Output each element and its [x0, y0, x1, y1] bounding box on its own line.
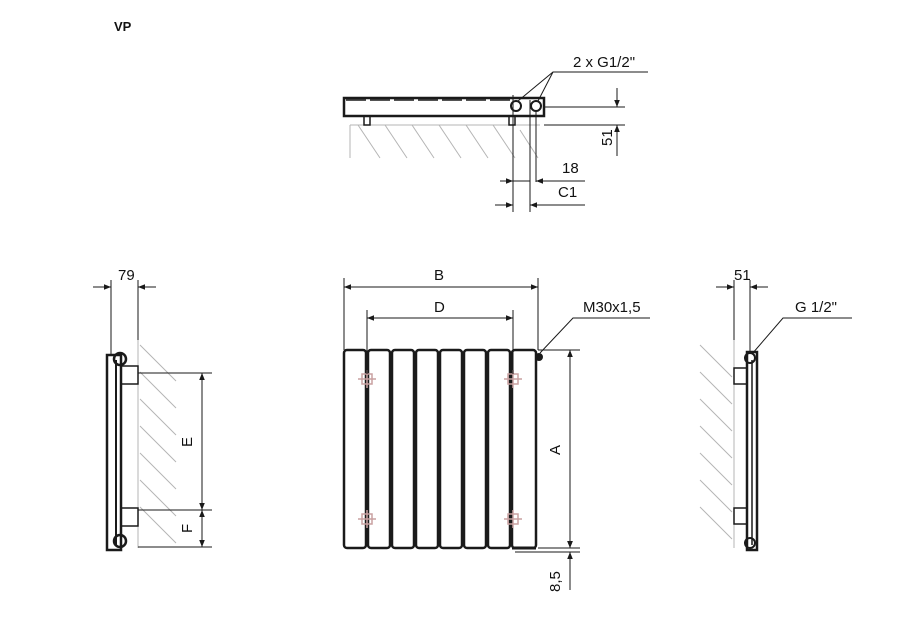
connector-2	[530, 100, 542, 112]
right-bottom-connector	[744, 537, 756, 549]
left-radiator-body	[105, 353, 123, 552]
right-radiator-body	[745, 350, 759, 552]
top-c1-label: C1	[558, 184, 577, 201]
right-side-view	[699, 280, 852, 552]
left-bracket-top	[120, 365, 139, 385]
bracket-right	[508, 115, 516, 126]
top-view	[342, 71, 648, 212]
left-bracket-bottom	[120, 507, 139, 527]
left-e-label: E	[179, 437, 196, 447]
top-offset-label: 18	[562, 160, 579, 177]
wall-hatch-left	[137, 340, 177, 548]
right-width-label: 51	[734, 267, 751, 284]
front-a-label: A	[547, 445, 564, 455]
drawing-title: VP	[114, 19, 132, 34]
front-view	[342, 278, 650, 590]
thread-plug	[535, 353, 543, 361]
wall-hatch-right	[699, 340, 735, 548]
wall-hatch-top	[349, 124, 540, 159]
left-top-plug	[112, 351, 128, 367]
top-depth-label: 51	[599, 129, 616, 146]
right-bracket-top	[733, 367, 748, 385]
left-f-label: F	[179, 524, 196, 533]
connector-1	[510, 100, 522, 112]
right-top-connector	[744, 352, 756, 364]
front-panels	[342, 348, 538, 550]
left-width-label: 79	[118, 267, 135, 284]
right-connection-label: G 1/2"	[795, 299, 837, 316]
front-bottom-label: 8,5	[547, 571, 564, 592]
front-b-label: B	[434, 267, 444, 284]
left-bottom-plug	[112, 533, 128, 549]
right-bracket-bottom	[733, 507, 748, 525]
front-d-label: D	[434, 299, 445, 316]
mounting-markers	[358, 370, 522, 528]
top-connection-label: 2 x G1/2"	[573, 54, 635, 71]
bracket-left	[363, 115, 371, 126]
left-side-view	[93, 280, 212, 552]
front-thread-label: M30x1,5	[583, 299, 641, 316]
